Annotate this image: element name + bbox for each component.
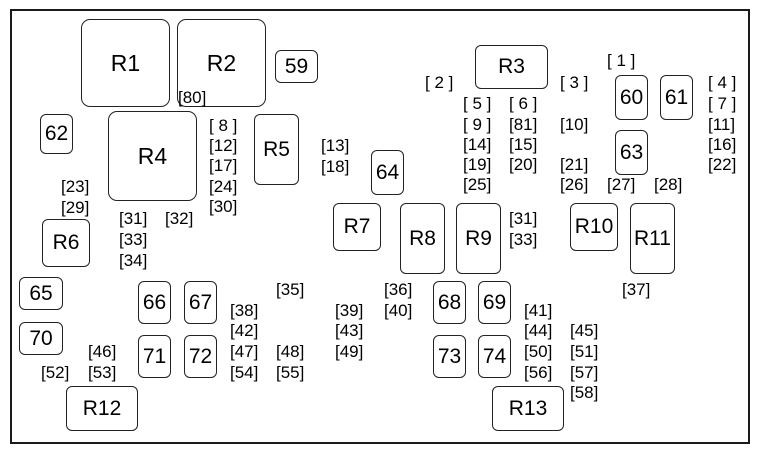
fuse-label-31a: [31] — [119, 209, 148, 228]
fuse-label-34: [34] — [119, 251, 148, 270]
fuse-label-40: [40] — [384, 301, 413, 320]
relay-r2: R2 — [177, 19, 266, 107]
relay-r8: R8 — [400, 203, 445, 274]
relay-r12: R12 — [66, 386, 138, 431]
fuse-label-52: [52] — [41, 363, 70, 382]
fuse-label-57: [57] — [570, 363, 599, 382]
fuse-label-2: [ 2 ] — [425, 73, 454, 92]
fuse-65: 65 — [19, 277, 63, 310]
fuse-73: 73 — [433, 335, 466, 378]
fuse-label-35: [35] — [276, 280, 305, 299]
fuse-71: 71 — [138, 335, 171, 378]
fuse-label-3: [ 3 ] — [560, 73, 589, 92]
fuse-label-36: [36] — [384, 280, 413, 299]
fuse-label-27: [27] — [607, 175, 636, 194]
fuse-label-44: [44] — [524, 321, 553, 340]
fuse-label-13: [13] — [321, 136, 350, 155]
fuse-69: 69 — [478, 281, 511, 324]
relay-r1: R1 — [81, 19, 170, 107]
fuse-label-31b: [31] — [509, 209, 538, 228]
fuse-label-12: [12] — [209, 136, 238, 155]
fuse-67: 67 — [184, 281, 217, 324]
fuse-label-53: [53] — [88, 363, 117, 382]
fuse-61: 61 — [660, 75, 693, 120]
fuse-label-11: [11] — [708, 115, 736, 134]
fuse-label-1: [ 1 ] — [607, 51, 636, 70]
fuse-label-33b: [33] — [509, 230, 538, 249]
fuse-label-7: [ 7 ] — [708, 94, 737, 113]
fuse-62: 62 — [40, 114, 73, 154]
fuse-label-15: [15] — [509, 135, 538, 154]
fuse-label-50: [50] — [524, 342, 553, 361]
fuse-label-28: [28] — [654, 175, 683, 194]
fuse-66: 66 — [138, 281, 171, 324]
relay-r7: R7 — [333, 203, 381, 251]
fuse-70: 70 — [19, 322, 63, 355]
fuse-label-43: [43] — [335, 321, 364, 340]
relay-r6: R6 — [42, 219, 90, 267]
fuse-label-54: [54] — [230, 363, 259, 382]
relay-r9: R9 — [456, 203, 501, 274]
fuse-label-14: [14] — [463, 135, 492, 154]
fuse-label-46: [46] — [88, 342, 117, 361]
fuse-label-56: [56] — [524, 363, 553, 382]
fuse-64: 64 — [371, 150, 404, 195]
fuse-label-37: [37] — [622, 280, 651, 299]
fuse-label-30: [30] — [209, 197, 238, 216]
fuse-label-51: [51] — [570, 342, 599, 361]
fuse-label-49: [49] — [335, 342, 364, 361]
fuse-label-26: [26] — [560, 175, 589, 194]
fuse-label-42: [42] — [230, 321, 259, 340]
relay-r3: R3 — [475, 45, 548, 89]
fuse-label-38: [38] — [230, 301, 259, 320]
fuse-label-22: [22] — [708, 155, 737, 174]
fuse-label-19: [19] — [463, 155, 492, 174]
fuse-60: 60 — [615, 75, 648, 120]
fuse-label-58: [58] — [570, 383, 599, 402]
fuse-label-48: [48] — [276, 342, 305, 361]
fuse-label-6: [ 6 ] — [509, 94, 538, 113]
fuse-label-10: [10] — [560, 115, 589, 134]
fuse-label-23: [23] — [61, 177, 90, 196]
fuse-label-80: [80] — [178, 88, 207, 107]
relay-r11: R11 — [630, 203, 675, 274]
fuse-label-32: [32] — [165, 209, 194, 228]
fuse-label-33a: [33] — [119, 230, 148, 249]
relay-r10: R10 — [570, 203, 618, 251]
fuse-label-55: [55] — [276, 363, 305, 382]
fuse-label-8: [ 8 ] — [209, 116, 238, 135]
fuse-label-16: [16] — [708, 135, 737, 154]
relay-r4: R4 — [108, 111, 197, 201]
fuse-label-21: [21] — [560, 155, 589, 174]
fuse-74: 74 — [478, 335, 511, 378]
fuse-63: 63 — [615, 130, 648, 175]
fuse-59: 59 — [275, 50, 318, 83]
fuse-label-24: [24] — [209, 177, 238, 196]
fuse-label-39: [39] — [335, 301, 364, 320]
relay-r5: R5 — [254, 114, 299, 185]
fuse-label-45: [45] — [570, 321, 599, 340]
fuse-label-9: [ 9 ] — [463, 115, 492, 134]
relay-r13: R13 — [492, 386, 564, 431]
fuse-label-5: [ 5 ] — [463, 94, 492, 113]
fuse-label-81: [81] — [509, 115, 538, 134]
fuse-label-41: [41] — [524, 301, 553, 320]
fuse-label-25: [25] — [463, 175, 492, 194]
fuse-label-17: [17] — [209, 156, 238, 175]
fuse-68: 68 — [433, 281, 466, 324]
fuse-label-18: [18] — [321, 157, 350, 176]
fuse-label-29: [29] — [61, 198, 90, 217]
fuse-label-47: [47] — [230, 342, 259, 361]
fuse-72: 72 — [184, 335, 217, 378]
fuse-label-4: [ 4 ] — [708, 73, 737, 92]
fuse-label-20: [20] — [509, 155, 538, 174]
fuse-box-outline — [10, 9, 750, 444]
